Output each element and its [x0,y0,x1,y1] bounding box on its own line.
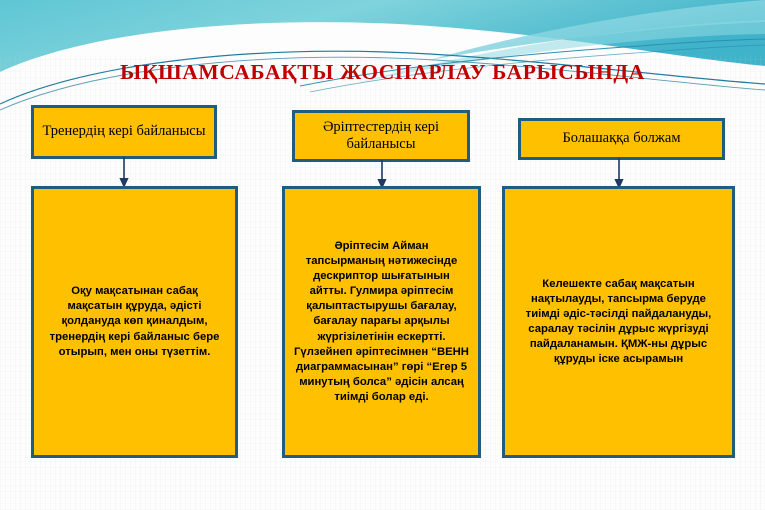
connector-arrow-1 [116,157,132,189]
body-box-colleague-feedback: Әріптесім Айман тапсырманың нәтижесінде … [282,186,481,458]
header-box-future-forecast: Болашаққа болжам [518,118,725,160]
body-box-text: Келешекте сабақ мақсатын нақтылауды, тап… [525,277,712,366]
page-title: ЫҚШАМСАБАҚТЫ ЖОСПАРЛАУ БАРЫСЫНДА [120,60,645,84]
down-arrow-icon [614,158,624,189]
header-box-label: Әріптестердің кері байланысы [322,118,440,152]
header-box-colleague-feedback: Әріптестердің кері байланысы [292,110,470,162]
down-arrow-icon [119,157,129,188]
body-box-text: Әріптесім Айман тапсырманың нәтижесінде … [294,240,469,403]
banner-wave-graphic [0,0,765,115]
header-box-trainer-feedback: Тренердің кері байланысы [31,105,217,159]
body-box-text: Оқу мақсатынан сабақ мақсатын құруда, әд… [49,285,220,358]
body-box-trainer-feedback: Оқу мақсатынан сабақ мақсатын құруда, әд… [31,186,238,458]
header-box-label: Болашаққа болжам [562,130,681,147]
body-box-future-forecast: Келешекте сабақ мақсатын нақтылауды, тап… [502,186,735,458]
connector-arrow-3 [611,158,627,190]
decorative-banner [0,0,765,115]
down-arrow-icon [377,160,387,189]
connector-arrow-2 [374,160,390,192]
header-box-label: Тренердің кері байланысы [42,123,206,140]
